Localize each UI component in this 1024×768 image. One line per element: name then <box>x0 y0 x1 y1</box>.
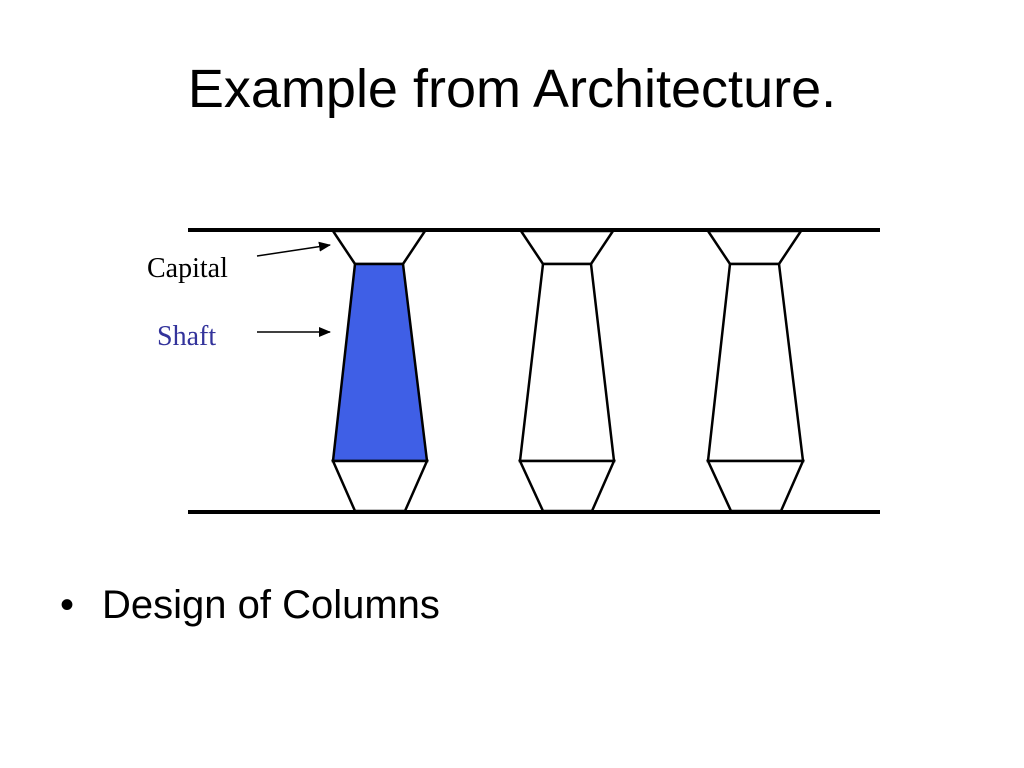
shaft-label: Shaft <box>157 321 216 352</box>
column-2-capital <box>518 229 616 266</box>
column-2 <box>518 229 616 513</box>
column-1-shaft <box>331 262 429 463</box>
column-1-capital <box>330 229 428 266</box>
column-3-capital <box>705 229 804 266</box>
capital-arrow <box>256 241 331 257</box>
column-3-base <box>706 459 805 513</box>
column-1 <box>330 229 429 513</box>
column-1-base <box>331 459 429 513</box>
bullet-list: • Design of Columns <box>60 583 440 628</box>
column-3 <box>705 229 805 513</box>
column-3-shaft <box>706 262 805 463</box>
column-2-base <box>518 459 616 513</box>
column-2-shaft <box>518 262 616 463</box>
capital-label: Capital <box>147 253 228 284</box>
bullet-item: • Design of Columns <box>60 583 440 628</box>
slide-title: Example from Architecture. <box>187 59 837 119</box>
bullet-text: Design of Columns <box>102 583 440 627</box>
bullet-dot: • <box>60 583 75 627</box>
